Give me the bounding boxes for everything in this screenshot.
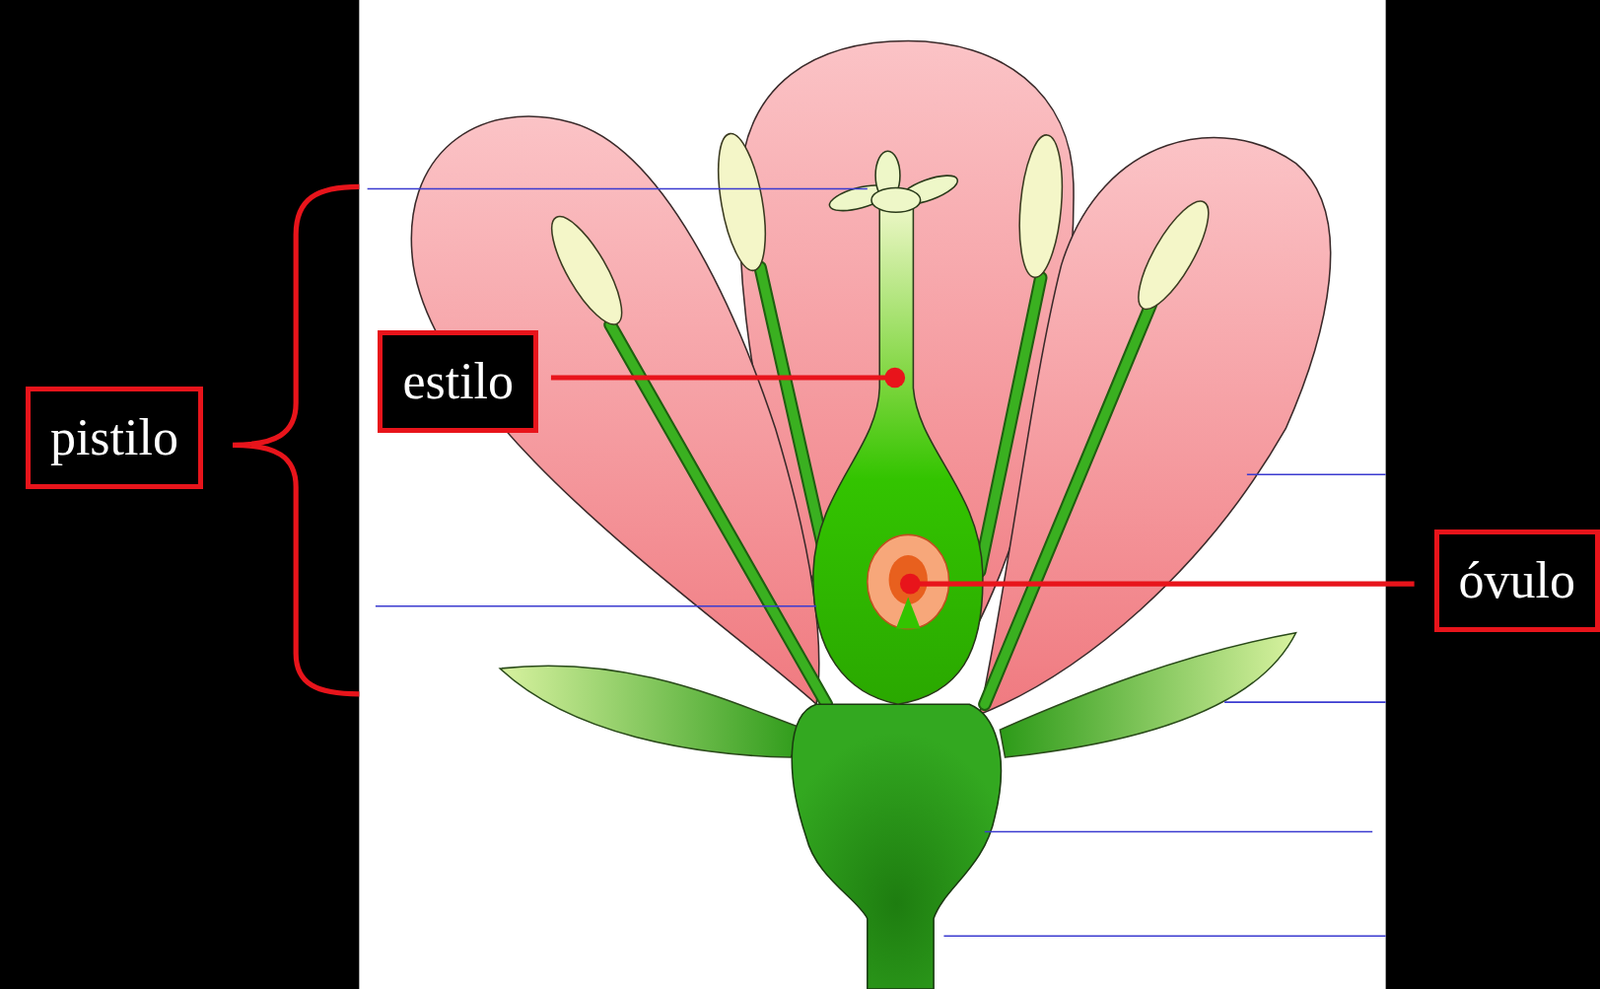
part-label: óvulo bbox=[1434, 529, 1600, 632]
leader-lines bbox=[367, 188, 1387, 936]
pointer-lines bbox=[551, 367, 1415, 595]
label-text: estilo bbox=[402, 350, 514, 413]
label-text: pistilo bbox=[50, 407, 179, 469]
sepal bbox=[499, 665, 807, 758]
pistil bbox=[813, 150, 983, 704]
label-text: óvulo bbox=[1459, 550, 1576, 612]
sepal bbox=[999, 632, 1296, 758]
pistil-bracket bbox=[232, 186, 359, 694]
stamens bbox=[539, 130, 1221, 704]
petals bbox=[411, 40, 1330, 714]
part-label: estilo bbox=[377, 330, 539, 433]
white-panel bbox=[358, 0, 1386, 989]
receptacle bbox=[791, 703, 1001, 989]
part-label: pistilo bbox=[25, 386, 204, 489]
